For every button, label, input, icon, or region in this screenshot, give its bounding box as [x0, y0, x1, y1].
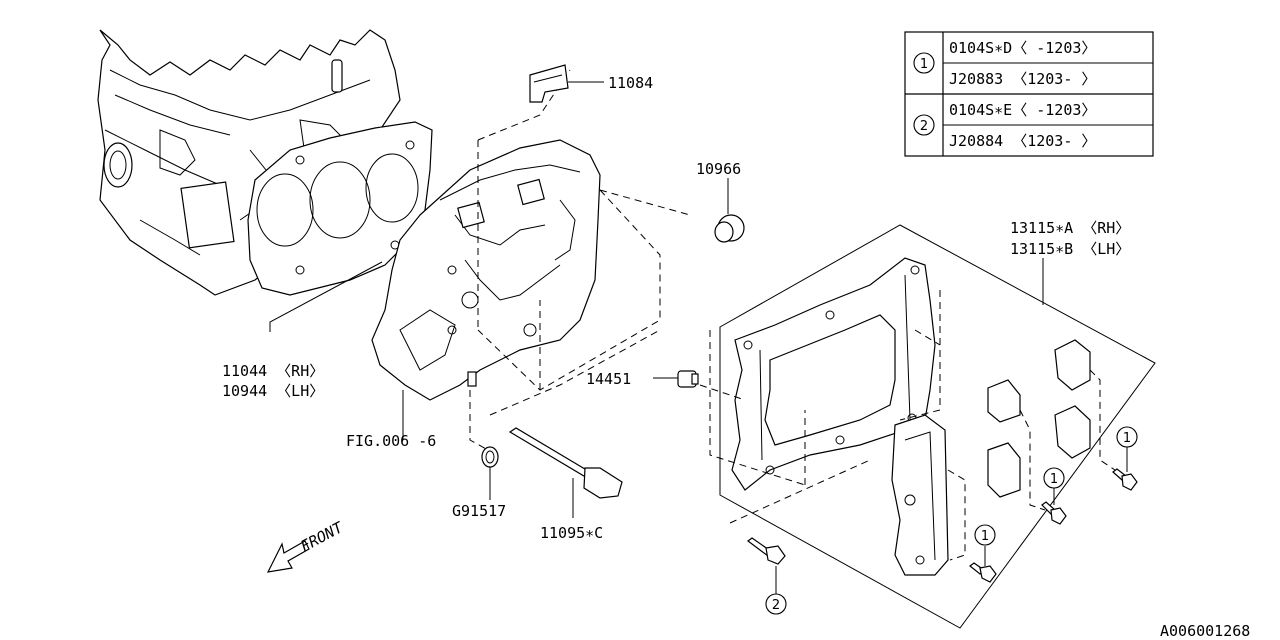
table-row-1-line-1: 0104S∗D〈 -1203〉: [949, 39, 1096, 57]
callout-2: 2: [772, 598, 780, 613]
table-row-2-line-2: J20884 〈1203- 〉: [949, 132, 1096, 150]
table-row-1-line-2: J20883 〈1203- 〉: [949, 70, 1096, 88]
label-11095c: 11095∗C: [540, 524, 603, 542]
label-10944: 10944 〈LH〉: [222, 382, 324, 400]
bolt-11095-drawing: [508, 427, 623, 499]
callout-1-b: 1: [1050, 472, 1058, 487]
cam-cap-lower-drawing: [891, 414, 966, 576]
seal-10966-drawing: [714, 214, 745, 243]
front-arrow: FRONT: [266, 518, 347, 573]
leader-lines: [269, 81, 1128, 594]
part-labels: 11084 10966 13115∗A 〈RH〉 13115∗B 〈LH〉 11…: [222, 74, 1250, 640]
cam-carrier-drawing: [731, 257, 936, 491]
callout-1-a: 1: [1123, 431, 1131, 446]
bolts-small-drawing: [747, 468, 1138, 583]
drawing-code: A006001268: [1160, 622, 1250, 640]
table-ref-1: 1: [920, 57, 928, 72]
label-13115b: 13115∗B 〈LH〉: [1010, 240, 1130, 258]
label-g91517: G91517: [452, 502, 506, 520]
label-14451: 14451: [586, 370, 631, 388]
engine-block-drawing: [97, 29, 401, 296]
label-11084: 11084: [608, 74, 653, 92]
table-row-2-line-1: 0104S∗E〈 -1203〉: [949, 101, 1096, 119]
callouts: 1 1 1 2: [765, 426, 1138, 615]
alignment-dashes-carrier: [699, 290, 941, 524]
callout-1-c: 1: [981, 529, 989, 544]
table-ref-2: 2: [920, 119, 928, 134]
cylinder-head-drawing: [371, 139, 601, 401]
bracket-11084-drawing: [529, 64, 569, 103]
oring-g91517-drawing: [481, 446, 499, 468]
label-10966: 10966: [696, 160, 741, 178]
cam-caps-drawing: [987, 339, 1116, 511]
plug-14451-drawing: [677, 370, 699, 388]
reference-table: 1 2 0104S∗D〈 -1203〉 J20883 〈1203- 〉 0104…: [904, 31, 1154, 157]
cam-carrier-box: [719, 224, 1156, 629]
label-11044: 11044 〈RH〉: [222, 362, 324, 380]
label-fig-006: FIG.006 -6: [346, 432, 436, 450]
front-label: FRONT: [297, 518, 346, 556]
label-13115a: 13115∗A 〈RH〉: [1010, 219, 1130, 237]
